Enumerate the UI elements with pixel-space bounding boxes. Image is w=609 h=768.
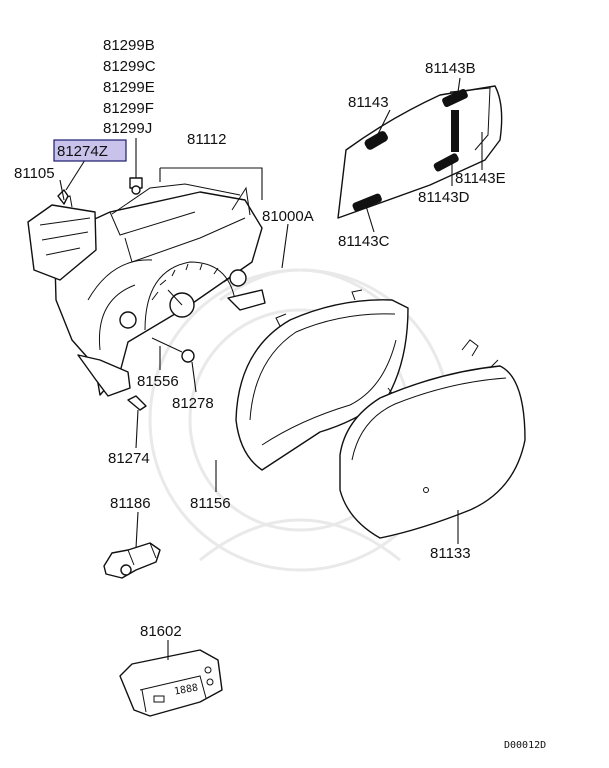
callout-81299J: 81299J [103,120,152,137]
callout-81000A: 81000A [262,208,314,225]
callout-81299F: 81299F [103,100,154,117]
callout-81602: 81602 [140,623,182,640]
callout-81186: 81186 [110,495,151,512]
callout-81143: 81143 [348,94,389,111]
panel-81143 [337,85,503,219]
leader-lines [59,77,483,660]
callout-81274Z: 81274Z [57,143,108,160]
cluster-assembly [54,183,266,397]
screw-81274 [127,395,147,411]
bulb-socket-81186 [103,542,161,579]
callout-81105: 81105 [14,165,55,182]
callout-81143E: 81143E [455,170,506,187]
callout-81133: 81133 [430,545,471,562]
clock-81602: 1888 [119,649,223,717]
callout-81143D: 81143D [418,189,470,206]
callout-81112: 81112 [187,131,227,148]
callout-81299E: 81299E [103,79,155,96]
callout-81299B: 81299B [103,37,155,54]
callout-81143C: 81143C [338,233,390,250]
glass-81133 [339,339,526,539]
callout-81278: 81278 [172,395,214,412]
diagram-code: D00012D [504,740,546,751]
reset-stem-81556 [151,337,195,363]
callout-81556: 81556 [137,373,179,390]
highlight-box [53,139,127,162]
screw-81299 [129,177,143,195]
clock-display-digits: 1888 [173,683,199,698]
callout-81143B: 81143B [425,60,476,77]
callout-81299C: 81299C [103,58,156,75]
lens-frame-81156 [235,289,409,471]
callout-81156: 81156 [190,495,231,512]
connector-module-81105 [27,195,97,281]
callout-81274: 81274 [108,450,150,467]
